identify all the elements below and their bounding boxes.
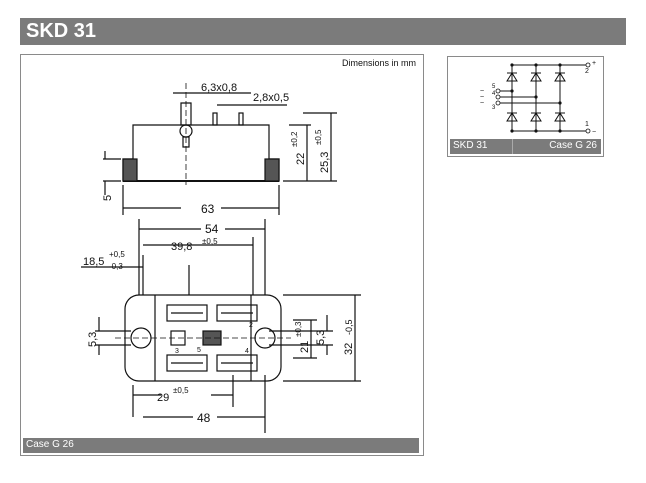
right-foot <box>264 158 280 182</box>
dim-hole-right: 5,3 <box>315 330 327 345</box>
terminal-5-label: 5 <box>492 84 496 90</box>
terminal-3-label: 3 <box>492 105 496 111</box>
terminal-1-label: 1 <box>585 121 589 128</box>
dim-depth-21: 21 <box>299 341 311 353</box>
diode-icon <box>554 72 566 82</box>
dim-offset-18-tol-plus: +0,5 <box>109 250 125 259</box>
dim-height-25-tol: ±0,5 <box>314 129 323 145</box>
dim-height-22: 22 <box>295 153 307 165</box>
dim-pitch-29: 29 <box>157 392 169 404</box>
dim-tab-narrow: 2,8x0,5 <box>253 92 289 104</box>
pin-label-3: 3 <box>175 348 179 355</box>
diode-group <box>506 72 566 122</box>
dim-depth-32-tol: -0,5 <box>344 319 354 335</box>
terminal-4 <box>216 354 258 372</box>
dim-depth-32: 32 <box>343 343 355 355</box>
dim-tab-wide: 6,3x0,8 <box>201 82 237 94</box>
dimension-drawing: 6,3x0,8 2,8x0,5 63 54 39,8 ±0,5 18,5 +0,… <box>81 82 361 433</box>
dim-pitch-39: 39,8 <box>171 241 192 253</box>
diode-icon <box>554 112 566 122</box>
dim-length-63: 63 <box>201 202 215 216</box>
ac-symbol-3: ~ <box>480 100 484 107</box>
terminal-2 <box>216 304 258 322</box>
diode-icon <box>506 72 518 82</box>
side-view-body <box>122 124 280 182</box>
bridge-schematic: + 2 1 − 5 4 3 ~ ~ ~ <box>480 60 596 136</box>
dim-base-5: 5 <box>102 195 114 201</box>
pin-small-1 <box>212 112 218 126</box>
dim-pitch-29-tol: ±0,5 <box>173 386 189 395</box>
terminal-2-label: 2 <box>585 68 589 75</box>
left-foot <box>122 158 138 182</box>
dim-height-22-tol: ±0,2 <box>290 131 299 147</box>
schematic-panel: + 2 1 − 5 4 3 ~ ~ ~ SKD 31 Case G 26 <box>447 56 604 157</box>
drawing-caption-bar: Case G 26 <box>23 438 419 453</box>
ac-symbol-1: ~ <box>480 88 484 95</box>
terminal-plus-label: + <box>592 60 596 67</box>
dim-width-54: 54 <box>205 222 219 236</box>
dim-offset-18: 18,5 <box>83 256 104 268</box>
dim-height-25: 25,3 <box>319 152 331 173</box>
pin-label-2: 2 <box>249 322 253 329</box>
title-bar: SKD 31 <box>20 18 626 45</box>
units-note: Dimensions in mm <box>341 58 416 68</box>
pin-label-5: 5 <box>197 347 201 354</box>
diode-icon <box>530 72 542 82</box>
ac-symbol-2: ~ <box>480 94 484 101</box>
diode-icon <box>530 112 542 122</box>
pin-label-4: 4 <box>245 348 249 355</box>
dim-offset-18-tol-minus: -0,3 <box>109 262 123 271</box>
terminal-minus-label: − <box>592 129 596 136</box>
terminal-center <box>202 330 222 346</box>
pin-small-2 <box>238 112 244 126</box>
dim-length-48: 48 <box>197 411 211 425</box>
dim-hole-left: 5,3 <box>87 332 99 347</box>
wide-tab <box>180 102 192 126</box>
schematic-caption-left: SKD 31 <box>453 140 488 151</box>
diode-icon <box>506 112 518 122</box>
dim-depth-21-tol: ±0,3 <box>294 321 303 337</box>
caption-divider <box>512 139 513 154</box>
schematic-caption-bar: SKD 31 Case G 26 <box>450 139 601 154</box>
drawing-caption: Case G 26 <box>26 439 74 450</box>
product-title: SKD 31 <box>26 20 97 42</box>
schematic-caption-right: Case G 26 <box>549 140 597 151</box>
dim-pitch-39-tol: ±0,5 <box>202 237 218 246</box>
terminal-3 <box>166 354 208 372</box>
dimension-drawing-panel: Dimensions in mm <box>20 54 424 456</box>
terminal-4-label: 4 <box>492 91 496 97</box>
terminal-1 <box>166 304 208 322</box>
